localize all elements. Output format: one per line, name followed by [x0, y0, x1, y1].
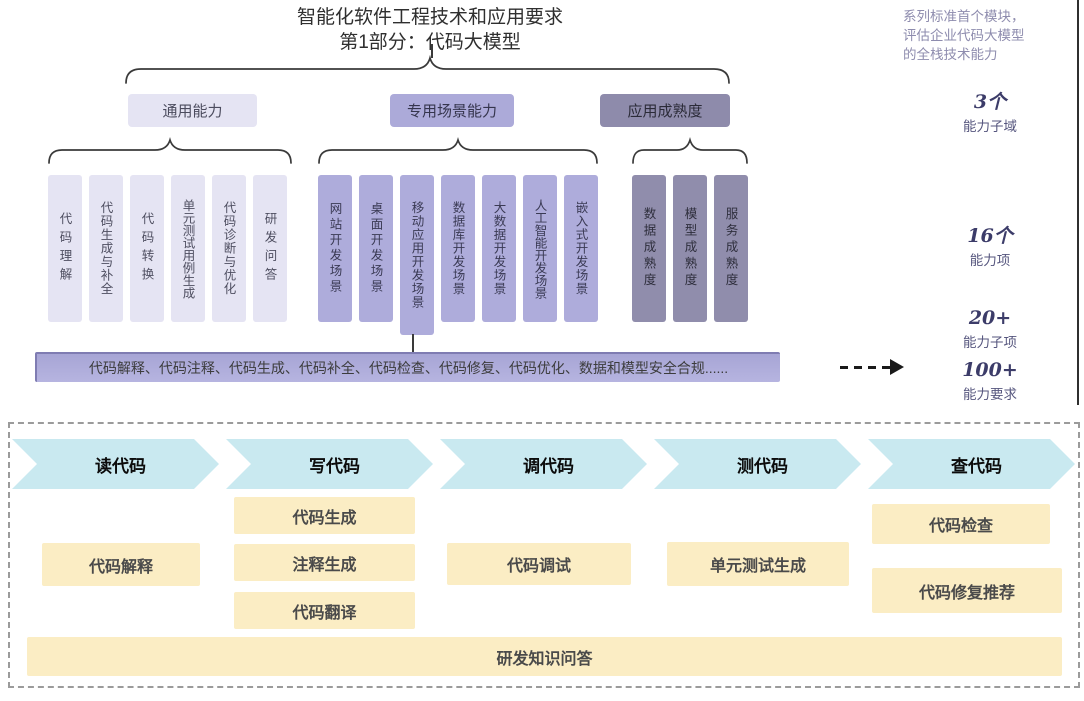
metric-label: 能力要求: [963, 386, 1017, 402]
title-line-1: 智能化软件工程技术和应用要求: [296, 7, 563, 28]
task-box: 注释生成: [234, 544, 415, 581]
capability-column: 移动应用开发场景: [400, 175, 434, 335]
side-note-line-3: 的全栈技术能力: [903, 47, 998, 63]
domain-box-scenario: 专用场景能力: [390, 94, 514, 127]
metric-label: 能力子域: [963, 118, 1017, 134]
capability-column: 代码转换: [130, 175, 164, 322]
capability-column: 大数据开发场景: [482, 175, 516, 322]
column-bar-connector-line: [412, 334, 414, 352]
capability-column: 嵌入式开发场景: [564, 175, 598, 322]
brace-maturity: [632, 137, 748, 164]
capability-column: 代码诊断与优化: [212, 175, 246, 322]
metric-subdomains: 3个 能力子域: [920, 92, 1060, 135]
pipeline-panel: 读代码 写代码 调代码 测代码 查代码 代码解释 代码生成 注释生成 代码翻译 …: [8, 422, 1080, 688]
brace-general: [48, 137, 292, 164]
stage-chevron-read: 读代码: [12, 439, 219, 489]
title-line-2: 第1部分：代码大模型: [339, 32, 521, 54]
task-box: 代码翻译: [234, 592, 415, 629]
metric-label: 能力项: [969, 252, 1011, 268]
side-note-line-2: 评估企业代码大模型: [903, 28, 1025, 44]
capability-column: 人工智能开发场景: [523, 175, 557, 322]
task-box: 代码检查: [872, 504, 1050, 544]
domain-box-general: 通用能力: [128, 94, 257, 127]
page-title: 智能化软件工程技术和应用要求 第1部分：代码大模型: [170, 5, 690, 55]
dashed-right-arrow-icon: [840, 358, 910, 376]
stage-chevron-write: 写代码: [226, 439, 433, 489]
domain-box-maturity: 应用成熟度: [600, 94, 730, 127]
capability-column: 代码理解: [48, 175, 82, 322]
stage-chevron-row: 读代码 写代码 调代码 测代码 查代码: [12, 439, 1075, 489]
capability-column: 数据库开发场景: [441, 175, 475, 322]
task-box-full-width: 研发知识问答: [27, 637, 1062, 676]
task-box: 单元测试生成: [667, 542, 849, 586]
metric-subitems: 20+ 能力子项: [920, 308, 1060, 351]
capability-column: 桌面开发场景: [359, 175, 393, 322]
summary-bar: 代码解释、代码注释、代码生成、代码补全、代码检查、代码修复、代码优化、数据和模型…: [35, 352, 780, 382]
title-connector-line: [431, 44, 433, 58]
metric-items: 16个 能力项: [920, 226, 1060, 269]
capability-column: 服务成熟度: [714, 175, 748, 322]
capability-column: 单元测试用例生成: [171, 175, 205, 322]
column-group-scenario: 网站开发场景 桌面开发场景 移动应用开发场景 数据库开发场景 大数据开发场景 人…: [318, 175, 598, 335]
metric-requirements: 100+ 能力要求: [920, 360, 1060, 403]
capability-column: 网站开发场景: [318, 175, 352, 322]
metric-value: 3个: [973, 91, 1007, 113]
column-group-maturity: 数据成熟度 模型成熟度 服务成熟度: [632, 175, 748, 322]
arrow-dashes: [840, 365, 890, 369]
task-box: 代码解释: [42, 543, 200, 586]
metric-value: 100+: [962, 359, 1018, 381]
task-box: 代码生成: [234, 497, 415, 534]
task-box: 代码修复推荐: [872, 568, 1062, 613]
capability-column: 代码生成与补全: [89, 175, 123, 322]
brace-scenario: [318, 137, 598, 164]
arrow-head: [890, 359, 904, 375]
stage-chevron-test: 测代码: [654, 439, 861, 489]
column-group-general: 代码理解 代码生成与补全 代码转换 单元测试用例生成 代码诊断与优化 研发问答: [48, 175, 287, 322]
capability-column: 模型成熟度: [673, 175, 707, 322]
task-box: 代码调试: [447, 543, 631, 585]
stage-chevron-debug: 调代码: [440, 439, 647, 489]
top-curly-brace: [125, 54, 730, 84]
side-note: 系列标准首个模块， 评估企业代码大模型 的全栈技术能力: [903, 7, 1075, 64]
slide-edge-line: [1077, 0, 1079, 405]
capability-column: 数据成熟度: [632, 175, 666, 322]
metric-value: 16个: [967, 225, 1013, 247]
stage-chevron-review: 查代码: [868, 439, 1075, 489]
metric-value: 20+: [968, 307, 1012, 329]
metric-label: 能力子项: [963, 334, 1017, 350]
side-note-line-1: 系列标准首个模块，: [903, 9, 1025, 24]
capability-column: 研发问答: [253, 175, 287, 322]
